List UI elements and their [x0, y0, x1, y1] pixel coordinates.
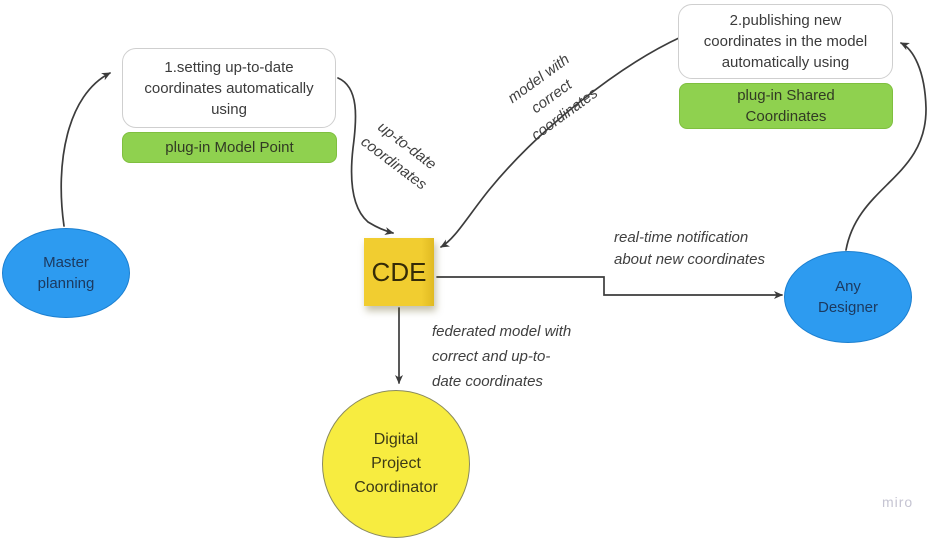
node-label: 2.publishing new coordinates in the mode…: [703, 12, 868, 71]
node-label: 1.setting up-to-date coordinates automat…: [144, 58, 314, 118]
node-step2[interactable]: 2.publishing new coordinates in the mode…: [678, 4, 893, 79]
connector-cde-to-designer[interactable]: [436, 276, 783, 299]
node-cde-sticky[interactable]: CDE: [364, 238, 434, 306]
connector-step1-to-cde[interactable]: [337, 77, 394, 235]
connector-master-to-step1[interactable]: [60, 72, 111, 227]
node-label: CDE: [371, 256, 427, 287]
edge-label-federated-model: federated model with correct and up-to- …: [432, 323, 572, 390]
node-label: plug-in Shared Coordinates: [737, 87, 835, 125]
node-label: Any Designer: [817, 278, 879, 316]
connector-designer-to-step2[interactable]: [845, 42, 927, 251]
node-label: Master planning: [37, 254, 95, 292]
node-label: Digital Project Coordinator: [354, 431, 438, 496]
connector-step2-to-cde[interactable]: [440, 36, 682, 248]
node-step1[interactable]: 1.setting up-to-date coordinates automat…: [122, 48, 336, 128]
miro-watermark: miro: [882, 494, 914, 510]
edge-label-realtime-notification: real-time notification about new coordin…: [614, 229, 765, 268]
node-master-planning[interactable]: Master planning: [2, 228, 130, 318]
node-digital-project-coordinator[interactable]: Digital Project Coordinator: [322, 390, 470, 538]
node-step1-plugin[interactable]: plug-in Model Point: [122, 132, 337, 163]
node-any-designer[interactable]: Any Designer: [784, 251, 912, 343]
node-label: plug-in Model Point: [165, 139, 294, 156]
node-step2-plugin[interactable]: plug-in Shared Coordinates: [679, 83, 893, 129]
